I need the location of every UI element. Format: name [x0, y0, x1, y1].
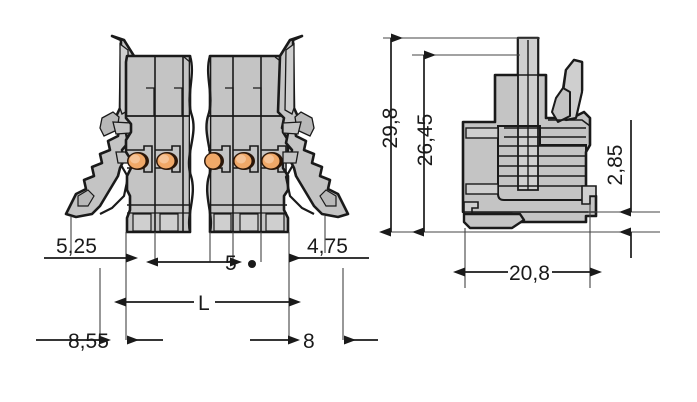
side-view-slots [465, 127, 499, 195]
pitch-dot-marker [248, 260, 256, 268]
side-view: 29,8 26,45 2,85 20,8 [379, 33, 660, 288]
dim-length-L-label: L [198, 292, 210, 315]
dim-4-75-label: 4,75 [307, 235, 348, 258]
dim-29-8: 29,8 [379, 33, 403, 237]
front-view: 5,25 5 4,75 L 8,5 [36, 34, 378, 353]
contact-pin [233, 152, 255, 170]
side-view-lever [548, 58, 591, 127]
right-operating-lever [276, 34, 350, 219]
contact-pin [127, 152, 149, 170]
contact-pin-group-left [127, 152, 178, 170]
left-housing-body [124, 54, 192, 234]
dim-8-55-label: 8,55 [68, 330, 109, 353]
right-housing-body [205, 54, 290, 234]
dim-20-8: 20,8 [453, 262, 602, 285]
dim-pitch-5: 5 [146, 252, 256, 275]
front-view-extension-lines [70, 216, 344, 340]
side-view-pin-tower [517, 37, 539, 191]
dim-2-85-label: 2,85 [604, 145, 627, 186]
dim-length-L: L [114, 292, 301, 315]
contact-pin [156, 152, 178, 170]
dim-20-8-label: 20,8 [509, 262, 550, 285]
dim-26-45-label: 26,45 [414, 114, 437, 167]
dim-8: 8 [250, 330, 378, 353]
contact-pin-group-right [204, 152, 283, 170]
break-line-left [187, 55, 195, 233]
dim-2-85: 2,85 [604, 120, 632, 258]
contact-pin [261, 152, 283, 170]
dim-29-8-label: 29,8 [379, 108, 402, 149]
dim-8-55: 8,55 [36, 330, 163, 353]
dim-8-label: 8 [303, 330, 315, 353]
dim-26-45: 26,45 [412, 50, 437, 237]
dim-4-75: 4,75 [289, 235, 369, 263]
side-view-latch-feet [462, 185, 597, 230]
dim-5-25-label: 5,25 [56, 235, 97, 258]
contact-pin [204, 152, 224, 170]
dim-pitch-5-label: 5 [225, 252, 237, 275]
dim-5-25: 5,25 [44, 235, 138, 263]
